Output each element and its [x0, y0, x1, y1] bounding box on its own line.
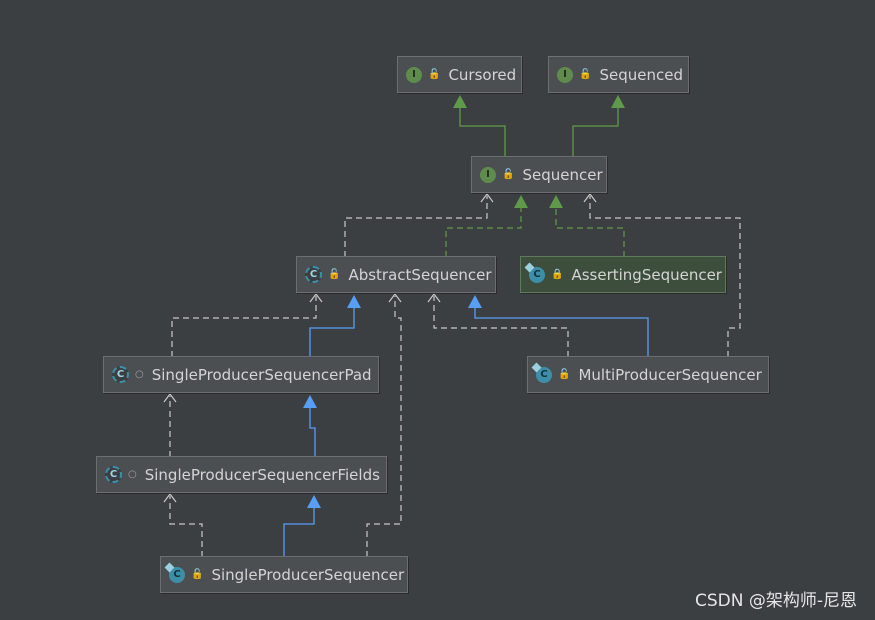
class-node-single-producer-sequencer-fields[interactable]: C ○ SingleProducerSequencerFields [96, 456, 387, 493]
package-visibility-icon: ○ [128, 469, 137, 480]
class-label-abstract-sequencer: AbstractSequencer [348, 265, 492, 284]
edge-multiproducersequencer-implements-sequencer [583, 193, 741, 357]
class-label-sequenced: Sequenced [599, 65, 683, 84]
interface-icon: I [406, 66, 422, 83]
class-node-abstract-sequencer[interactable]: C 🔓 AbstractSequencer [296, 256, 496, 293]
class-node-sequencer[interactable]: I 🔓 Sequencer [471, 156, 607, 193]
class-label-single-producer-sequencer: SingleProducerSequencer [211, 565, 405, 584]
interface-icon: I [557, 66, 573, 83]
public-visibility-icon: 🔓 [191, 569, 204, 580]
package-visibility-icon: ○ [135, 369, 144, 380]
edge-pad-implements-abstractsequencer [171, 293, 323, 357]
edge-single-implements-fields [163, 493, 203, 557]
edge-fields-extends-pad [303, 395, 317, 457]
public-visibility-icon: 🔓 [428, 69, 441, 80]
public-visibility-icon: 🔓 [558, 369, 571, 380]
final-class-icon: C [529, 266, 545, 283]
class-node-single-producer-sequencer-pad[interactable]: C ○ SingleProducerSequencerPad [103, 356, 379, 393]
final-class-icon: C [536, 366, 552, 383]
edge-single-extends-fields [283, 495, 321, 557]
class-label-sequencer: Sequencer [522, 165, 603, 184]
edge-sequencer-extends-sequenced [572, 95, 625, 157]
edge-multi-implements-abstractsequencer [427, 293, 569, 357]
public-visibility-icon: 🔓 [328, 269, 341, 280]
class-node-single-producer-sequencer[interactable]: C 🔓 SingleProducerSequencer [160, 556, 408, 593]
class-label-cursored: Cursored [448, 65, 517, 84]
class-label-asserting-sequencer: AssertingSequencer [571, 265, 722, 284]
abstract-class-icon: C [305, 266, 322, 283]
class-label-single-producer-sequencer-fields: SingleProducerSequencerFields [144, 465, 380, 484]
edge-abstractsequencer-implements-sequencer [344, 193, 494, 257]
edge-fields-implements-pad [163, 393, 177, 457]
edge-single-implements-abstractsequencer [366, 293, 402, 557]
class-node-cursored[interactable]: I 🔓 Cursored [397, 56, 522, 93]
public-visibility-icon: 🔓 [502, 169, 515, 180]
edge-assertingsequencer-implements-sequencer [549, 195, 625, 257]
interface-icon: I [480, 166, 496, 183]
private-visibility-icon: 🔒 [551, 269, 564, 280]
class-node-sequenced[interactable]: I 🔓 Sequenced [548, 56, 689, 93]
watermark: CSDN @架构师-尼恩 [694, 591, 857, 611]
edge-multi-extends-abstractsequencer [468, 295, 649, 357]
abstract-class-icon: C [112, 366, 129, 383]
class-label-multi-producer-sequencer: MultiProducerSequencer [578, 365, 762, 384]
class-node-asserting-sequencer[interactable]: C 🔒 AssertingSequencer [520, 256, 726, 293]
edge-pad-extends-abstractsequencer [309, 295, 361, 357]
edge-sequencer-extends-cursored [453, 95, 506, 157]
final-class-icon: C [169, 566, 185, 583]
edge-abstractsequencer-implements-sequencer-green [445, 195, 528, 257]
class-label-single-producer-sequencer-pad: SingleProducerSequencerPad [151, 365, 372, 384]
class-node-multi-producer-sequencer[interactable]: C 🔓 MultiProducerSequencer [527, 356, 769, 393]
abstract-class-icon: C [105, 466, 122, 483]
public-visibility-icon: 🔓 [579, 69, 592, 80]
